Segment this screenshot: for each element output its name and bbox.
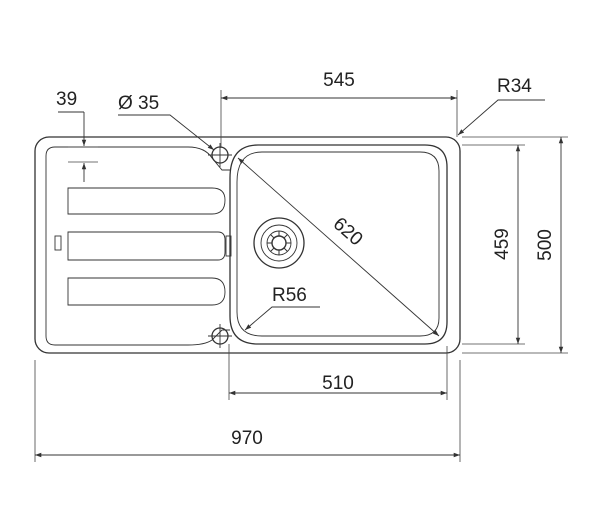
drainer-groove-3 xyxy=(67,277,226,306)
dimension-lines xyxy=(35,95,564,458)
drainer-groove-1 xyxy=(67,187,226,215)
drain-strainer xyxy=(253,217,305,269)
label-620: 620 xyxy=(329,214,367,251)
label-510: 510 xyxy=(322,373,354,394)
bowl-overflow-slot xyxy=(225,235,232,257)
bowl-outline xyxy=(229,144,448,345)
label-545: 545 xyxy=(323,70,355,91)
label-459: 459 xyxy=(492,228,513,260)
label-500: 500 xyxy=(535,229,556,261)
drain-middle-ring xyxy=(260,224,298,262)
label-r56: R56 xyxy=(272,285,307,306)
label-39: 39 xyxy=(56,89,77,110)
dimension-labels: 545 R34 Ø 35 39 620 R56 459 500 510 970 xyxy=(56,70,556,449)
label-970: 970 xyxy=(231,428,263,449)
label-d35: Ø 35 xyxy=(118,93,159,114)
drain-outer-ring xyxy=(253,217,305,269)
sink-body xyxy=(34,136,461,354)
label-r34: R34 xyxy=(497,76,532,97)
drain-center xyxy=(271,235,287,251)
extension-lines xyxy=(34,90,568,462)
drainer-small-slot xyxy=(54,235,62,251)
drainer-grooves xyxy=(54,187,226,306)
sink-inner-rim xyxy=(45,146,230,346)
tap-holes xyxy=(208,143,232,348)
drain-spokes xyxy=(267,231,291,255)
drainer-groove-2 xyxy=(67,231,226,261)
sink-outer-outline xyxy=(34,136,461,354)
dim-r56-leader xyxy=(244,306,320,331)
dim-r34-leader xyxy=(457,99,545,136)
dim-d35-leader xyxy=(118,114,215,151)
dim-620-line xyxy=(237,157,440,337)
